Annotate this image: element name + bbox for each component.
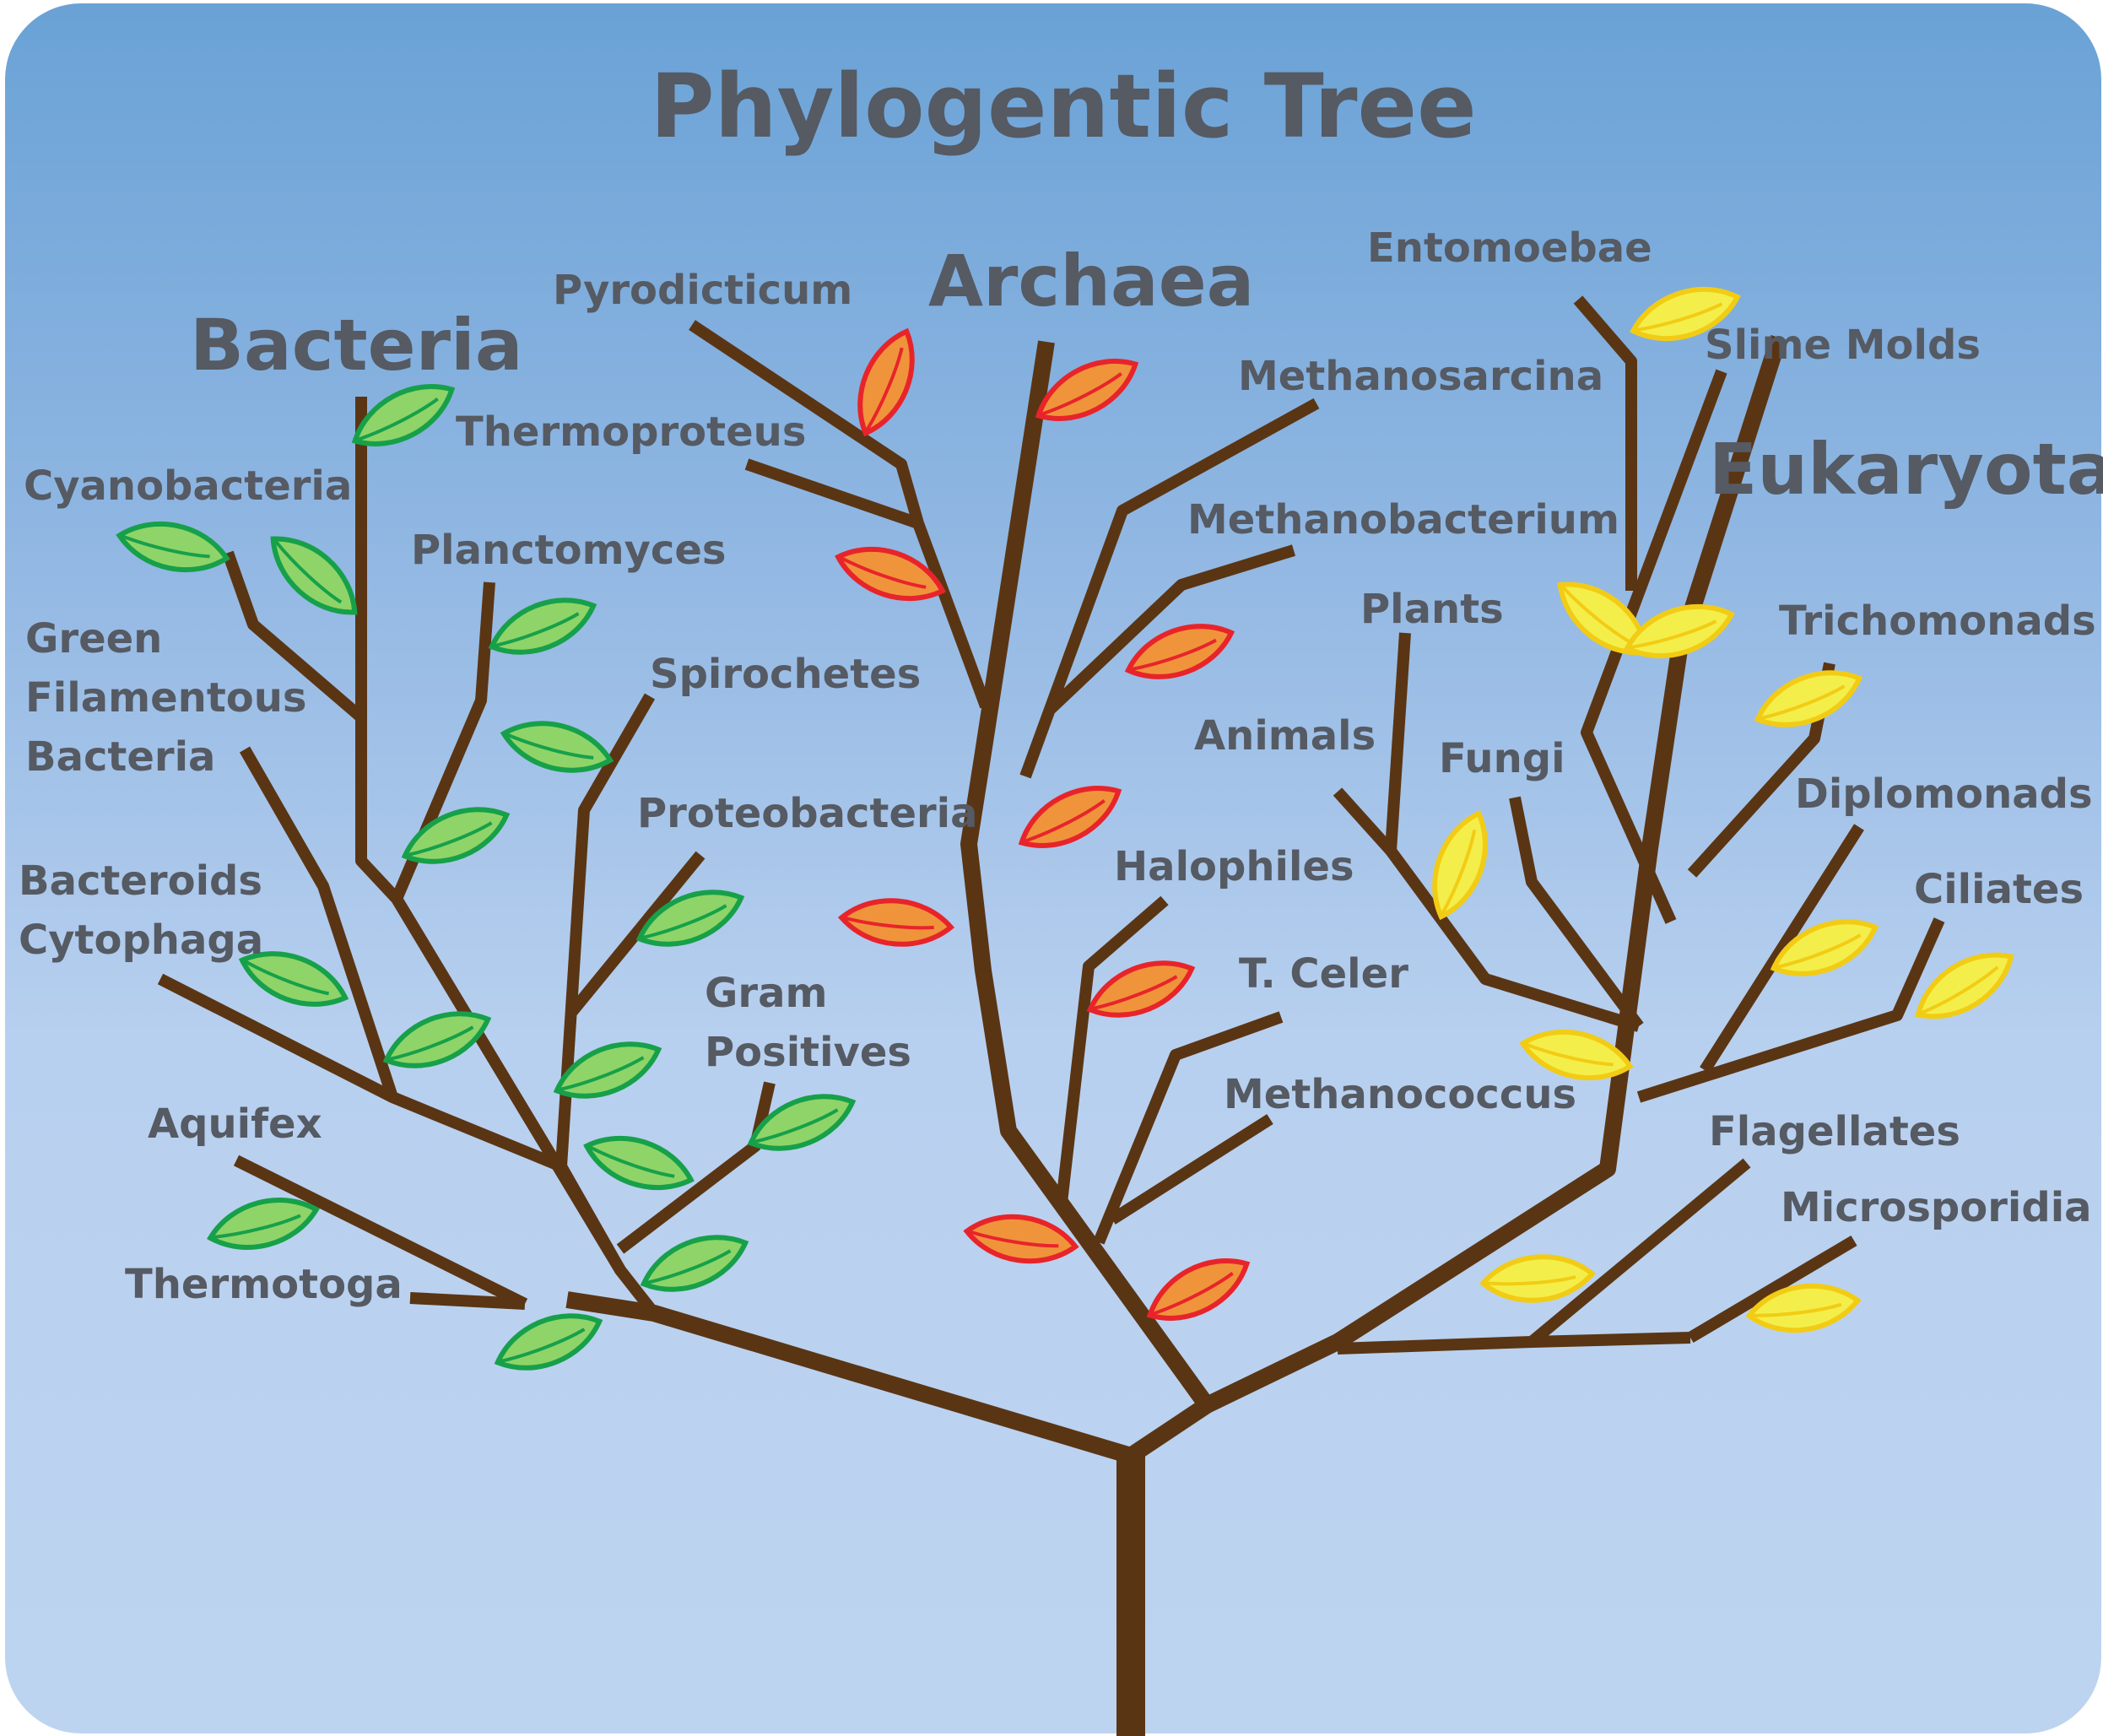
archaea-leaf-icon — [1082, 949, 1200, 1030]
branch-methanococcus — [1109, 1114, 1273, 1225]
label-microsporidia: Microsporidia — [1781, 1184, 2092, 1231]
label-flagellates: Flagellates — [1709, 1108, 1960, 1155]
branch-thermotoga — [409, 1292, 526, 1310]
label-trichomonads: Trichomonads — [1779, 598, 2096, 645]
eukaryota-leaf-icon — [1547, 568, 1660, 669]
label-bacteroids-1: Bacteroids — [19, 857, 262, 905]
label-ciliates: Ciliates — [1914, 866, 2084, 913]
label-proteobacteria: Proteobacteria — [637, 790, 978, 837]
label-green-filamentous-3: Bacteria — [25, 733, 215, 781]
diagram-title: Phylogentic Tree — [650, 55, 1476, 158]
domain-label-eukaryota: Eukaryota — [1709, 428, 2103, 511]
label-thermoproteus: Thermoproteus — [456, 408, 806, 456]
branch-green-filamentous — [239, 746, 398, 1100]
tree-branches — [157, 295, 1945, 1736]
label-spirochetes: Spirochetes — [650, 651, 921, 698]
eukaryota-leaf-icon — [1620, 594, 1738, 669]
bacteria-leaf-icon — [635, 1223, 754, 1304]
leaves — [115, 277, 2023, 1382]
archaea-leaf-icon — [1121, 613, 1239, 690]
label-pyrodicticum: Pyrodicticum — [553, 267, 852, 314]
bacteria-leaf-icon — [743, 1082, 861, 1163]
label-thermotoga: Thermotoga — [125, 1261, 403, 1308]
branch-t-celer — [1093, 1011, 1284, 1245]
branch-spirochetes — [555, 693, 656, 1167]
label-methanococcus: Methanococcus — [1224, 1071, 1576, 1118]
label-green-filamentous-1: Green — [25, 615, 162, 662]
bacteria-leaf-icon — [549, 1030, 667, 1111]
branch-pyrodicticum — [689, 320, 992, 709]
eukaryota-leaf-icon — [1626, 277, 1743, 352]
archaea-branches — [689, 320, 1320, 1245]
archaea-leaf-icon — [1012, 772, 1129, 862]
label-green-filamentous-2: Filamentous — [25, 674, 307, 722]
bacteria-leaf-icon — [235, 940, 353, 1018]
archaea-leaf-icon — [846, 323, 927, 441]
branch-slime-molds — [1581, 369, 1727, 924]
branch-lower-eukaryotes — [1337, 1332, 1691, 1355]
label-t-celer: T. Celer — [1239, 950, 1408, 998]
branch-aquifex — [233, 1155, 528, 1310]
branch-entomoebae — [1573, 295, 1637, 591]
archaea-leaf-icon — [1029, 345, 1146, 435]
label-planctomyces: Planctomyces — [411, 527, 726, 574]
eukaryota-leaf-icon — [1746, 1279, 1861, 1338]
label-gram-positives-2: Positives — [705, 1029, 911, 1076]
branch-halophiles — [1056, 895, 1169, 1203]
label-gram-positives-1: Gram — [705, 970, 827, 1017]
bacteria-leaf-icon — [205, 1189, 322, 1259]
diagram-panel — [5, 3, 2101, 1733]
branch-methanosarcina — [1019, 397, 1320, 779]
label-methanosarcina: Methanosarcina — [1238, 353, 1603, 400]
branch-microsporidia — [1687, 1235, 1857, 1344]
eukaryota-leaf-icon — [1481, 1252, 1594, 1305]
branch-methanobacterium — [1046, 544, 1296, 714]
bacteria-leaf-icon — [631, 878, 749, 959]
bacteria-leaf-icon — [378, 999, 496, 1080]
label-bacteroids-2: Cytophaga — [19, 917, 263, 964]
label-slime-molds: Slime Molds — [1705, 322, 1981, 369]
label-fungi: Fungi — [1439, 735, 1565, 782]
branch-proteobacteria — [566, 851, 706, 1017]
archaea-leaf-icon — [840, 896, 953, 949]
branch-diplomonads — [1700, 824, 1864, 1074]
eukaryota-leaf-icon — [1749, 658, 1868, 739]
branch-ciliates — [1636, 917, 1945, 1103]
label-entomoebae: Entomoebae — [1367, 224, 1652, 272]
label-animals: Animals — [1194, 712, 1376, 760]
domain-label-archaea: Archaea — [928, 240, 1254, 322]
archaea-leaf-icon — [831, 537, 949, 612]
label-cyanobacteria: Cyanobacteria — [24, 462, 352, 510]
branch-bacteria-tip — [355, 397, 625, 1274]
branch-thermoproteus — [744, 458, 921, 529]
label-diplomonads: Diplomonads — [1795, 771, 2093, 818]
label-methanobacterium: Methanobacterium — [1187, 496, 1619, 544]
archaea-leaf-icon — [1140, 1245, 1257, 1334]
bacteria-leaf-icon — [484, 586, 602, 667]
label-aquifex: Aquifex — [148, 1101, 322, 1148]
bacteria-leaf-icon — [397, 795, 515, 876]
archaea-leaf-icon — [964, 1210, 1079, 1268]
branch-plants — [1385, 632, 1411, 852]
branch-fungi — [1509, 796, 1644, 1030]
bacteria-leaf-icon — [259, 523, 370, 629]
labels: Phylogentic Tree Bacteria Archaea Eukary… — [19, 55, 2103, 1308]
eukaryota-leaf-icon — [1906, 938, 2022, 1033]
domain-label-bacteria: Bacteria — [190, 304, 523, 387]
bacteria-leaf-icon — [580, 1126, 697, 1201]
bacteria-leaf-icon — [489, 1301, 608, 1382]
label-halophiles: Halophiles — [1114, 843, 1354, 890]
branch-cyanobacteria — [222, 550, 365, 722]
bacteria-leaf-icon — [499, 713, 615, 781]
bacteria-leaf-icon — [345, 370, 462, 460]
bacteria-leaf-icon — [115, 515, 231, 580]
eukaryota-leaf-icon — [1421, 806, 1499, 924]
eukaryota-leaf-icon — [1765, 907, 1884, 988]
bacteria-main-branch — [565, 1291, 1133, 1464]
label-plants: Plants — [1360, 586, 1504, 633]
branch-flagellates — [1527, 1158, 1751, 1347]
eukaryota-leaf-icon — [1518, 1023, 1635, 1088]
